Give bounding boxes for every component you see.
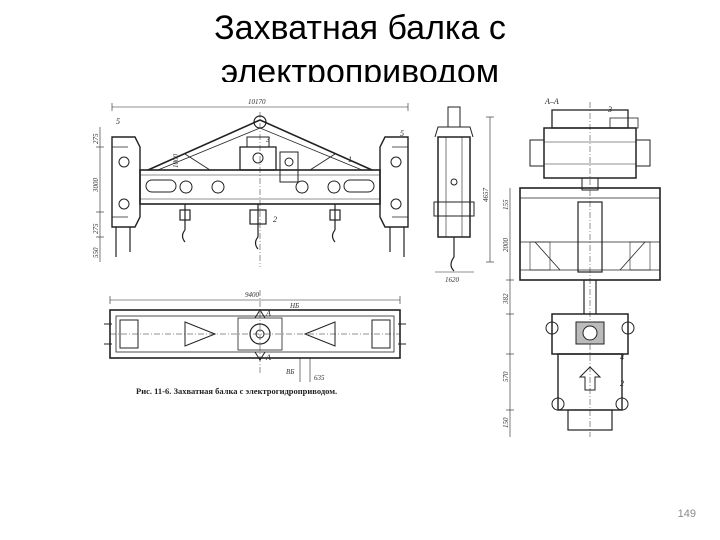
slide-title-line-1: Захватная балка с: [214, 9, 506, 47]
dim-2000: 2000: [502, 238, 510, 253]
dim-275a: 275: [92, 133, 100, 144]
dim-1000: 1000: [172, 154, 180, 169]
dim-155: 155: [502, 199, 510, 210]
section-label: А–А: [544, 97, 559, 106]
plan-view: [104, 290, 406, 382]
dim-570: 570: [502, 371, 510, 382]
dim-4657: 4657: [482, 188, 490, 203]
slide-title-line-2: электроприводом: [220, 53, 500, 82]
arrow-label-a-bottom: А: [265, 353, 271, 362]
callout-5-right: 5: [400, 129, 404, 138]
dim-3000: 3000: [92, 178, 100, 194]
dim-top-length: 10170: [248, 98, 266, 106]
dim-hb2: ВБ: [286, 368, 294, 376]
callout-3-section: 3: [607, 105, 612, 114]
callout-5-left: 5: [116, 117, 120, 126]
dim-1620: 1620: [445, 276, 460, 284]
section-a-a: [506, 102, 661, 437]
figure-caption: Рис. 11-6. Захватная балка с электрогидр…: [136, 386, 338, 396]
side-view: [433, 106, 494, 273]
dim-275b: 275: [92, 223, 100, 234]
front-view: [96, 103, 409, 267]
technical-drawing: 10170 9400 НБ ВБ 635 275 3000 275 550 10…: [92, 97, 661, 437]
page-number: 149: [677, 508, 696, 520]
callout-4: 4: [620, 353, 624, 362]
arrow-label-a-top: А: [265, 309, 271, 318]
callout-3: 3: [265, 135, 270, 144]
dim-550: 550: [92, 247, 100, 258]
dim-hb: НБ: [289, 302, 299, 310]
dim-382: 382: [502, 293, 510, 305]
dim-635: 635: [314, 374, 325, 382]
dim-150: 150: [502, 417, 510, 428]
callout-2: 2: [273, 215, 277, 224]
callout-1: 1: [348, 155, 352, 164]
callout-2-section: 2: [620, 379, 624, 388]
dim-plan-length: 9400: [245, 291, 260, 299]
